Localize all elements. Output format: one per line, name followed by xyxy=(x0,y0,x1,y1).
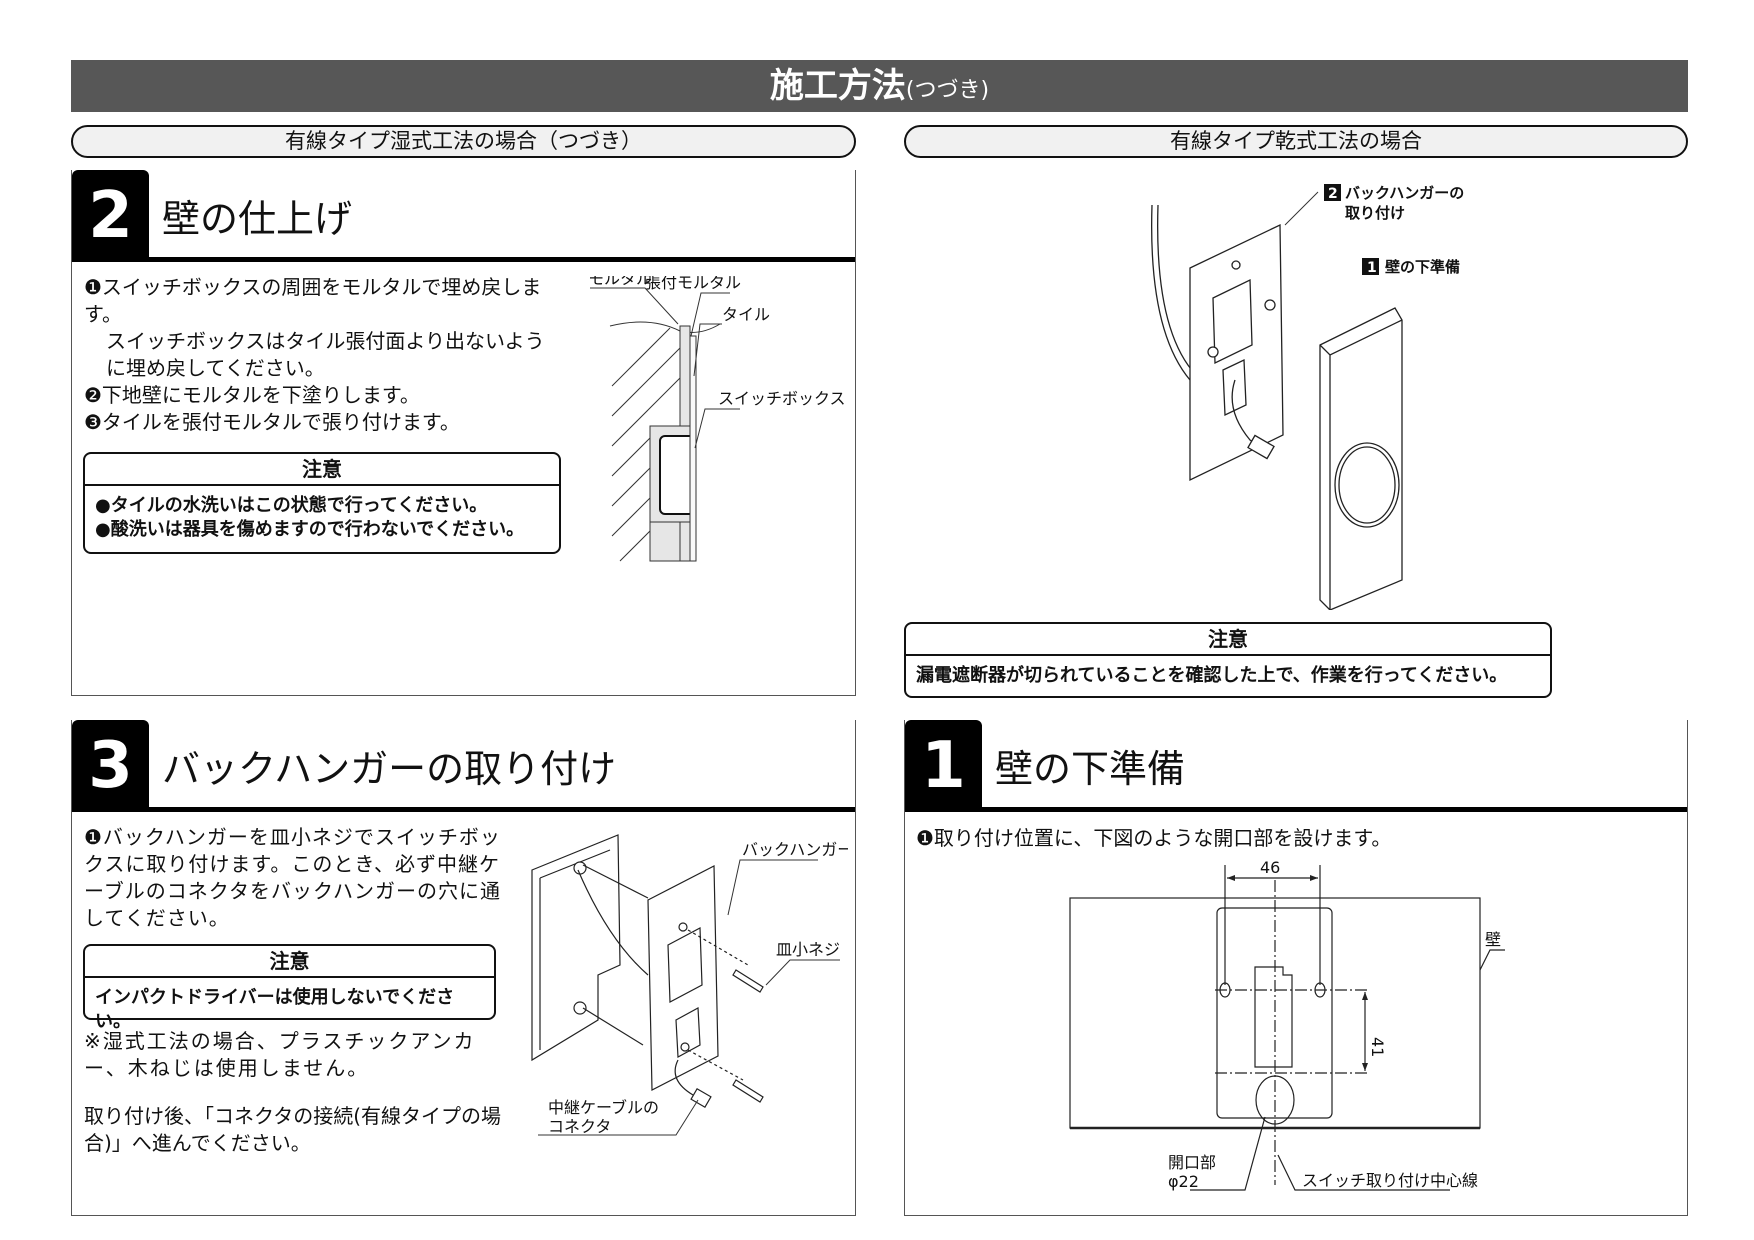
page-title: 施工方法 xyxy=(769,66,906,106)
step1-instruction: ❶取り付け位置に、下図のような開口部を設けます。 xyxy=(916,826,1392,850)
back-hanger-mounting-diagram: バックハンガー 皿小ネジ 中継ケーブルの コネクタ xyxy=(531,834,848,1136)
caution-line: インパクトドライバーは使用しないでください。 xyxy=(95,987,455,1032)
caution-heading: 注意 xyxy=(906,624,1550,656)
caution-heading: 注意 xyxy=(85,454,559,486)
label-screw: 皿小ネジ xyxy=(776,940,840,959)
caution-line: ●タイルの水洗いはこの状態で行ってください。 xyxy=(95,495,488,516)
section-title: バックハンガーの取り付け xyxy=(162,747,617,791)
section-step2: 2 壁の仕上げ xyxy=(71,170,856,696)
label-wall: 壁 xyxy=(1485,930,1501,949)
section-header: 1 壁の下準備 xyxy=(905,720,1687,812)
banner-dry-method: 有線タイプ乾式工法の場合 xyxy=(904,125,1688,158)
label-mortar: モルタル xyxy=(590,276,652,288)
caution-box: 注意 ●タイルの水洗いはこの状態で行ってください。 ●酸洗いは器具を傷めますので… xyxy=(83,452,561,554)
label-opening: 開口部 xyxy=(1168,1153,1216,1172)
step-number: 3 xyxy=(72,720,149,812)
wall-cross-section-diagram: モルタル 張付モルタル タイル スイッチボックス xyxy=(590,276,846,562)
instruction-item: ❷下地壁にモルタルを下塗りします。 xyxy=(84,383,420,407)
label-connector-1: 中継ケーブルの xyxy=(548,1098,659,1117)
section-title: 壁の仕上げ xyxy=(162,197,353,241)
step-number: 1 xyxy=(905,720,982,812)
wall-outline xyxy=(1069,897,1481,1129)
switch-button xyxy=(1334,442,1400,528)
caution-box: 注意 漏電遮断器が切られていることを確認した上で、作業を行ってください。 xyxy=(904,622,1552,698)
step1-marker xyxy=(1362,258,1379,275)
label-adhesive-mortar: 張付モルタル xyxy=(645,276,741,292)
instruction-item: スイッチボックスはタイル張付面より出ないように埋め戻してください。 xyxy=(106,329,545,380)
footnote: ※湿式工法の場合、プラスチックアンカー、木ねじは使用しません。 xyxy=(84,1029,476,1080)
switch-box xyxy=(531,834,621,1062)
label-back-hanger: バックハンガー xyxy=(742,840,848,859)
label-step2-line2: 取り付け xyxy=(1345,204,1405,222)
section-step1: 1 壁の下準備 xyxy=(904,720,1688,1216)
instruction-item: ❶スイッチボックスの周囲をモルタルで埋め戻します。 xyxy=(84,275,542,326)
banner-wet-method: 有線タイプ湿式工法の場合（つづき） xyxy=(71,125,856,158)
label-tile: タイル xyxy=(722,305,770,324)
page-title-bar: 施工方法(つづき) xyxy=(71,60,1688,112)
section-header: 2 壁の仕上げ xyxy=(72,170,855,262)
page-subtitle: (つづき) xyxy=(905,78,990,103)
wall-opening-dimension-diagram: 46 41 壁 開口部 φ22 スイッチ取り付け中心線 xyxy=(1069,858,1505,1191)
caution-line: 漏電遮断器が切られていることを確認した上で、作業を行ってください。 xyxy=(916,665,1508,686)
caution-box: 注意 インパクトドライバーは使用しないでください。 xyxy=(83,944,496,1032)
label-step2-line1: バックハンガーの xyxy=(1345,184,1464,202)
screw-icon xyxy=(732,1079,764,1103)
caution-line: ●酸洗いは器具を傷めますので行わないでください。 xyxy=(95,519,525,540)
label-step1: 壁の下準備 xyxy=(1385,258,1460,276)
next-step-text: 取り付け後、「コネクタの接続(有線タイプの場合)」へ進んでください。 xyxy=(84,1104,502,1155)
label-connector-2: コネクタ xyxy=(548,1117,611,1136)
caution-heading: 注意 xyxy=(85,946,494,978)
step2-instructions: ❶スイッチボックスの周囲をモルタルで埋め戻します。 スイッチボックスはタイル張付… xyxy=(84,274,564,436)
instruction-item: ❸タイルを張付モルタルで張り付けます。 xyxy=(84,410,460,434)
step2-marker-number: 2 xyxy=(1328,186,1338,202)
screw-icon xyxy=(732,969,764,993)
step1-marker-number: 1 xyxy=(1367,260,1377,276)
section-title: 壁の下準備 xyxy=(995,747,1186,791)
step-number: 2 xyxy=(72,170,149,262)
step3-instructions: ❶バックハンガーを皿小ネジでスイッチボックスに取り付けます。このとき、必ず中継ケ… xyxy=(84,825,501,930)
section-header: 3 バックハンガーの取り付け xyxy=(72,720,855,812)
label-switch-box: スイッチボックス xyxy=(718,389,846,408)
section-step3: 3 バックハンガーの取り付け xyxy=(71,720,856,1216)
dimension-height: 41 xyxy=(1368,1037,1387,1057)
dimension-width: 46 xyxy=(1260,858,1280,877)
dry-method-overview-diagram: 2 バックハンガーの 取り付け 1 壁の下準備 xyxy=(1151,184,1464,610)
label-opening-diameter: φ22 xyxy=(1168,1172,1199,1191)
step2-marker xyxy=(1324,184,1341,201)
label-center-line: スイッチ取り付け中心線 xyxy=(1302,1171,1478,1190)
